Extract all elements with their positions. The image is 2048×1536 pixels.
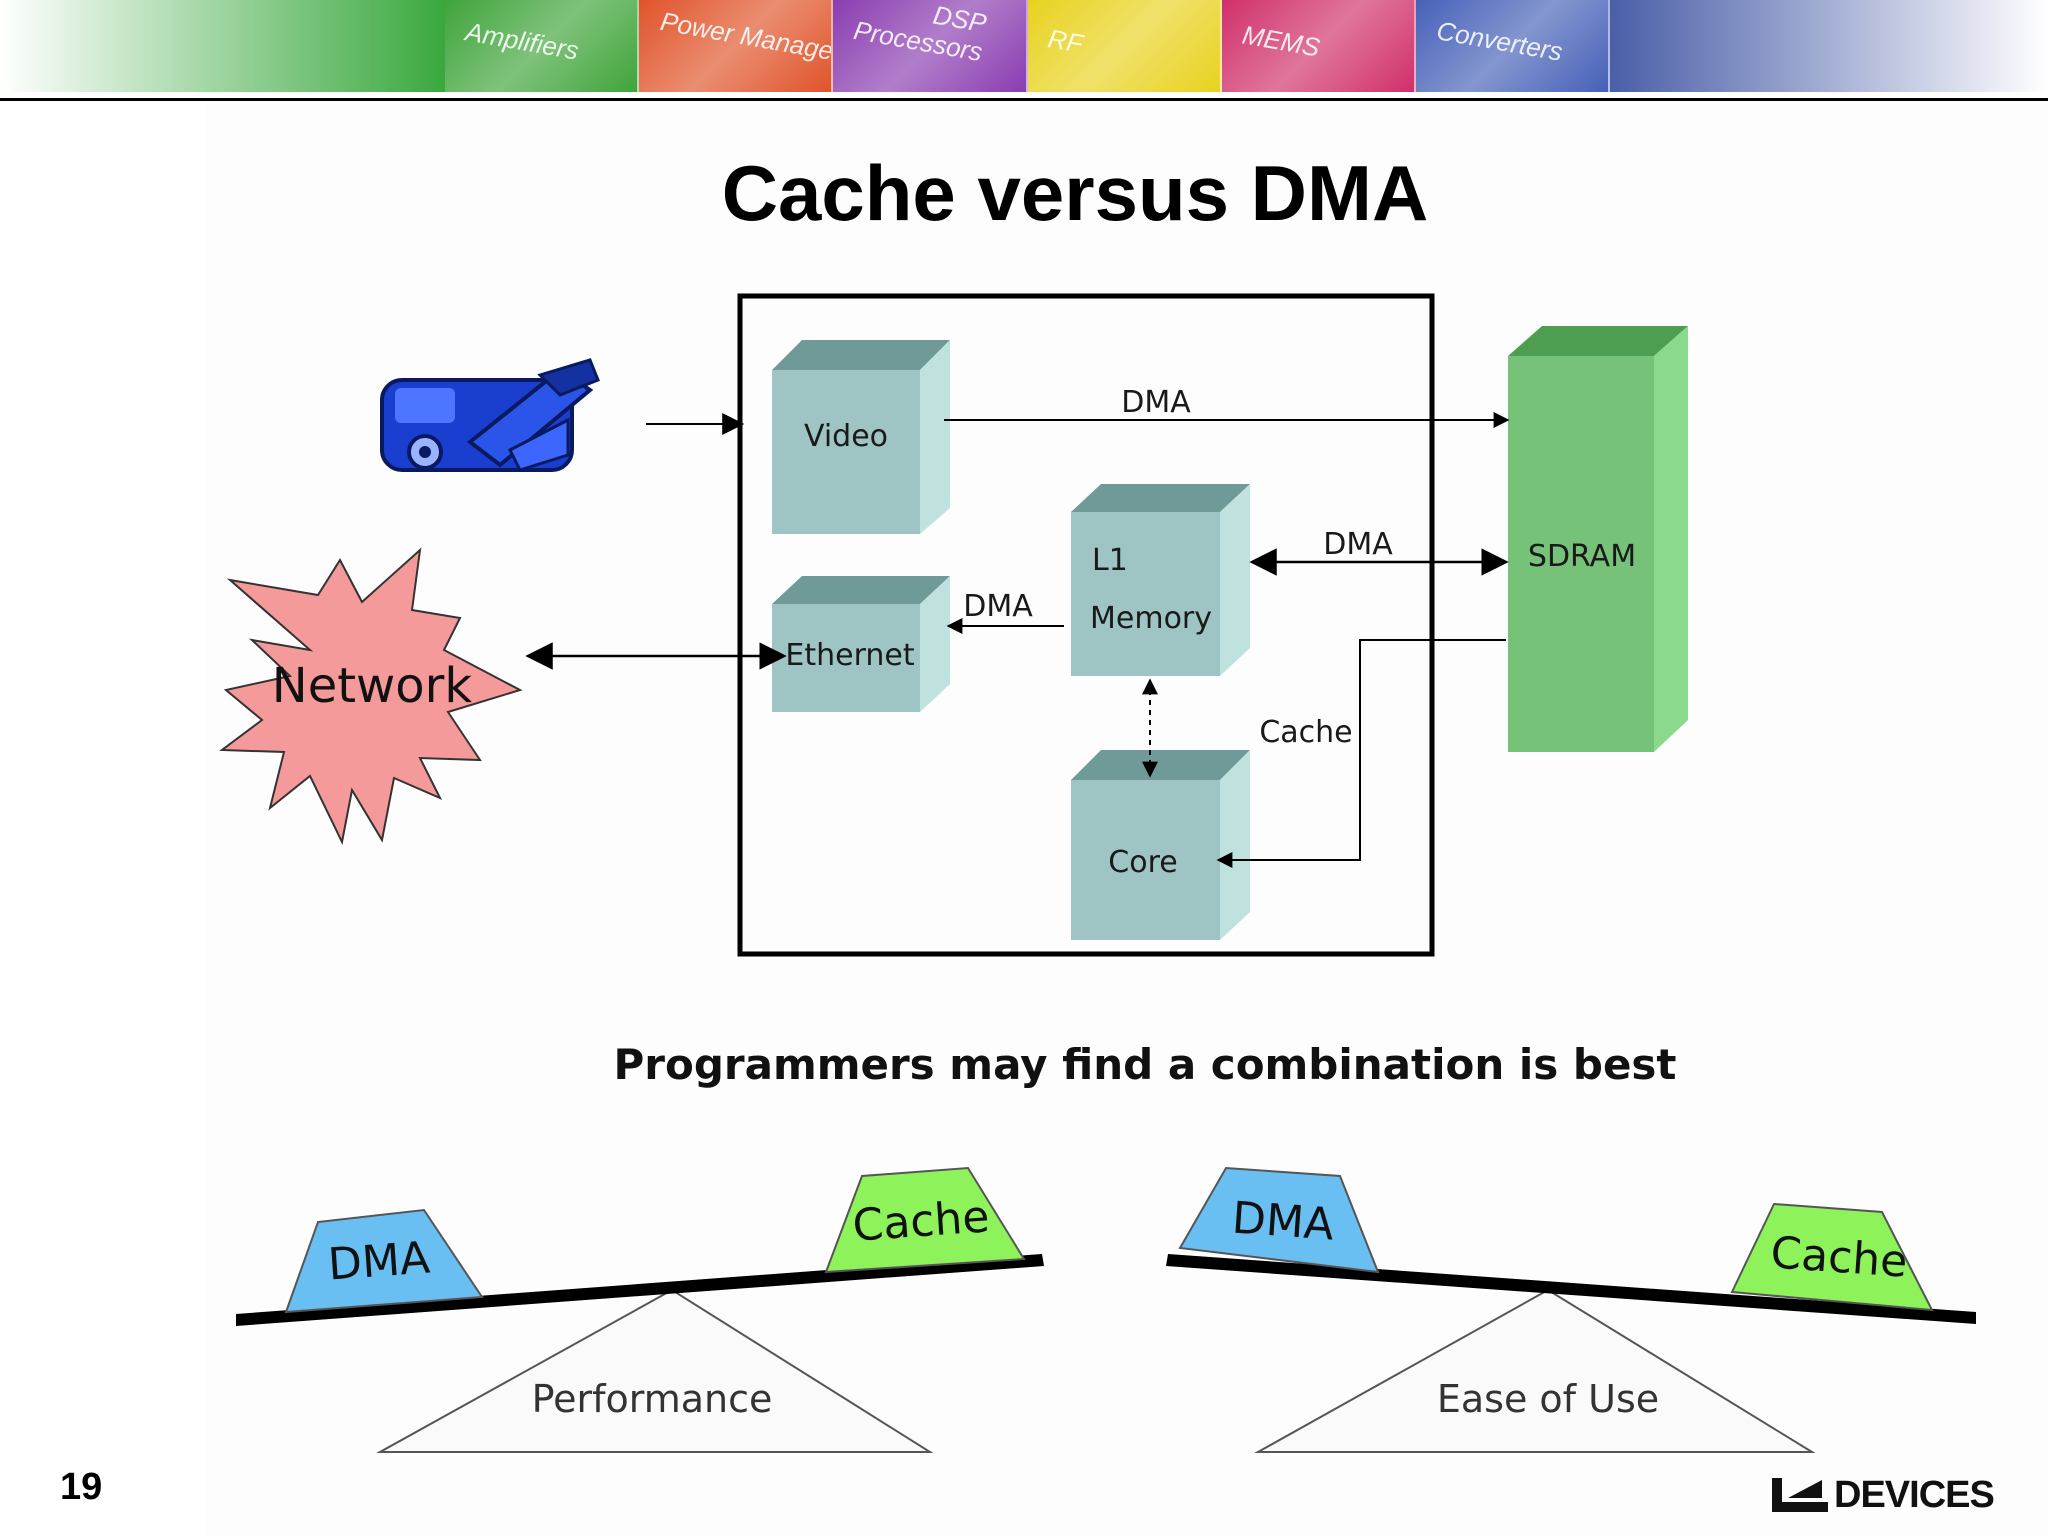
video-sdram-dma-label: DMA bbox=[1121, 385, 1191, 420]
performance-fulcrum bbox=[376, 1288, 934, 1453]
header-banner bbox=[0, 0, 2048, 92]
sdram-to-core-cache-path bbox=[1216, 639, 1506, 868]
ease-cache-weight bbox=[1730, 1202, 1934, 1312]
sdram-core-cache-label: Cache bbox=[1259, 715, 1352, 750]
banner-divider bbox=[0, 98, 2048, 101]
core-label: Core bbox=[1108, 845, 1177, 880]
performance-dma-weight bbox=[284, 1208, 484, 1314]
video-block: Video bbox=[772, 340, 950, 534]
performance-balance: Performance DMA Cache bbox=[236, 1166, 1044, 1453]
banner-tile: RF bbox=[1027, 0, 1222, 92]
banner-tile: Converters bbox=[1415, 0, 1610, 92]
network-starburst bbox=[219, 547, 523, 846]
banner-tile: Power Management bbox=[639, 0, 834, 92]
ethernet-label: Ethernet bbox=[785, 638, 914, 673]
slide-title: Cache versus DMA bbox=[721, 149, 1429, 237]
sdram-label: SDRAM bbox=[1528, 539, 1636, 574]
banner-tile: MEMS bbox=[1221, 0, 1416, 92]
ease-cache-label: Cache bbox=[1769, 1227, 1909, 1287]
performance-cache-weight bbox=[824, 1166, 1026, 1274]
ease-label: Ease of Use bbox=[1437, 1377, 1659, 1421]
banner-tile: Amplifiers bbox=[445, 0, 640, 92]
page-number: 19 bbox=[60, 1466, 103, 1508]
l1-sdram-dma-label: DMA bbox=[1323, 527, 1393, 562]
sdram-block: SDRAM bbox=[1508, 326, 1688, 752]
ease-dma-label: DMA bbox=[1230, 1193, 1335, 1251]
performance-cache-label: Cache bbox=[851, 1191, 991, 1251]
l1-memory-block: L1 Memory bbox=[1071, 484, 1250, 676]
ethernet-block: Ethernet bbox=[772, 576, 950, 712]
ease-dma-weight bbox=[1178, 1166, 1380, 1274]
ease-fulcrum bbox=[1254, 1288, 1816, 1453]
performance-label: Performance bbox=[532, 1377, 773, 1421]
video-label: Video bbox=[804, 419, 888, 454]
l1-label: L1 bbox=[1092, 543, 1128, 578]
performance-beam bbox=[236, 1254, 1044, 1326]
logo-mark-icon bbox=[1772, 1478, 1828, 1512]
video-camera-icon bbox=[380, 358, 600, 472]
ease-of-use-balance: Ease of Use DMA Cache bbox=[1166, 1166, 1976, 1453]
core-block: Core bbox=[1071, 750, 1250, 940]
combination-note: Programmers may find a combination is be… bbox=[613, 1040, 1677, 1089]
logo-text: DEVICES bbox=[1834, 1474, 1995, 1516]
performance-dma-label: DMA bbox=[326, 1233, 431, 1291]
processor-boundary bbox=[737, 293, 1435, 957]
memory-label: Memory bbox=[1090, 601, 1212, 636]
l1-ethernet-dma-label: DMA bbox=[963, 589, 1033, 624]
network-label: Network bbox=[272, 658, 473, 714]
